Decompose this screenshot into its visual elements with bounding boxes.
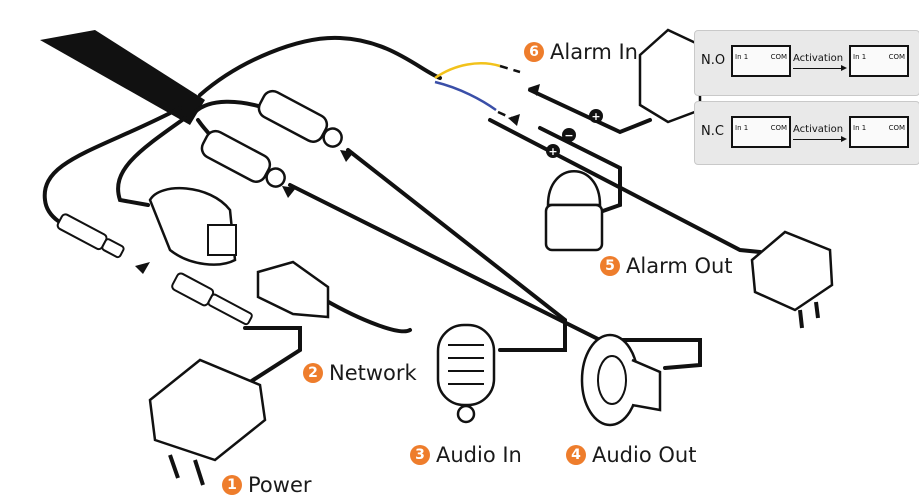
badge-number: 6 bbox=[524, 42, 544, 62]
alarm-sensor-icon bbox=[638, 28, 702, 124]
relay-before-box: In 1 COM bbox=[731, 116, 791, 148]
label-text: Alarm Out bbox=[626, 254, 733, 278]
wires bbox=[42, 35, 762, 384]
relay-com-label: COM bbox=[888, 53, 905, 61]
badge-number: 5 bbox=[600, 256, 620, 276]
label-audio-in: 3 Audio In bbox=[410, 443, 522, 467]
ethernet-port-icon bbox=[148, 186, 237, 266]
wire-alarm-in bbox=[528, 88, 652, 135]
badge-number: 3 bbox=[410, 445, 430, 465]
relay-com-label: COM bbox=[888, 124, 905, 132]
wire-lan-cable bbox=[323, 298, 412, 334]
speaker-icon bbox=[580, 333, 662, 427]
label-power: 1 Power bbox=[222, 473, 312, 497]
badge-number: 1 bbox=[222, 475, 242, 495]
main-cable bbox=[40, 30, 205, 125]
alarm-adapter-icon bbox=[750, 230, 834, 329]
label-network: 2 Network bbox=[303, 361, 417, 385]
relay-panel-no: N.O In 1 COM Activation In 1 COM bbox=[694, 30, 919, 96]
relay-in-label: In 1 bbox=[853, 124, 867, 132]
wire-power-adapter bbox=[243, 326, 302, 384]
wire-audio-in bbox=[193, 99, 267, 114]
power-jack-icon bbox=[171, 272, 253, 326]
wire-audio-in-ext bbox=[346, 148, 567, 352]
audio-out-rca-icon bbox=[200, 129, 286, 188]
relay-activation-arrow bbox=[793, 65, 847, 71]
relay-after-box: In 1 COM bbox=[849, 116, 909, 148]
siren-icon bbox=[544, 170, 604, 252]
polarity-markers bbox=[546, 109, 603, 158]
ethernet-plug-icon bbox=[256, 260, 330, 319]
relay-activation-label: Activation bbox=[793, 124, 844, 135]
relay-after-box: In 1 COM bbox=[849, 45, 909, 77]
plus-marker-1-text: + bbox=[591, 110, 600, 123]
label-text: Network bbox=[329, 361, 417, 385]
plus-marker-2 bbox=[546, 144, 560, 158]
relay-in-label: In 1 bbox=[735, 53, 749, 61]
wire-network bbox=[116, 116, 187, 207]
audio-in-rca-icon bbox=[257, 89, 343, 148]
label-alarm-in: 6 Alarm In bbox=[524, 40, 638, 64]
label-text: Audio In bbox=[436, 443, 522, 467]
relay-mode-label: N.C bbox=[701, 124, 724, 139]
plus-marker-2-text: + bbox=[548, 145, 557, 158]
badge-number: 2 bbox=[303, 363, 323, 383]
signal-wires bbox=[434, 62, 521, 124]
minus-marker bbox=[562, 128, 576, 142]
microphone-icon bbox=[436, 323, 496, 424]
power-plug-icon bbox=[56, 213, 125, 259]
relay-mode-label: N.O bbox=[701, 53, 726, 68]
power-adapter-icon bbox=[148, 358, 267, 486]
wire-alarm-out bbox=[488, 118, 762, 254]
relay-com-label: COM bbox=[770, 124, 787, 132]
flow-arrows bbox=[135, 84, 540, 274]
relay-panel-nc: N.C In 1 COM Activation In 1 COM bbox=[694, 101, 919, 165]
label-text: Alarm In bbox=[550, 40, 638, 64]
relay-in-label: In 1 bbox=[853, 53, 867, 61]
relay-in-label: In 1 bbox=[735, 124, 749, 132]
label-text: Power bbox=[248, 473, 312, 497]
label-text: Audio Out bbox=[592, 443, 697, 467]
wire-alarm-trunk bbox=[198, 35, 442, 97]
label-alarm-out: 5 Alarm Out bbox=[600, 254, 733, 278]
wire-audio-out-ext bbox=[288, 183, 702, 370]
label-audio-out: 4 Audio Out bbox=[566, 443, 696, 467]
plus-marker-1 bbox=[589, 109, 603, 123]
relay-activation-arrow bbox=[793, 136, 847, 142]
relay-com-label: COM bbox=[770, 53, 787, 61]
wire-siren bbox=[538, 126, 622, 214]
minus-marker-text: − bbox=[564, 129, 573, 142]
relay-activation-label: Activation bbox=[793, 53, 844, 64]
relay-before-box: In 1 COM bbox=[731, 45, 791, 77]
badge-number: 4 bbox=[566, 445, 586, 465]
